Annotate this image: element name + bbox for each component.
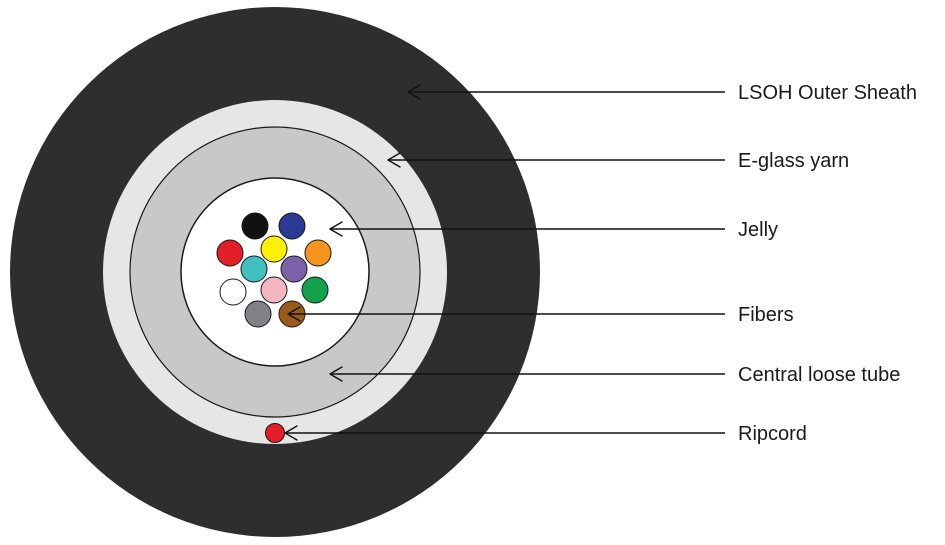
fiber-blue [278, 212, 306, 240]
callout-eglass-yarn [387, 152, 725, 168]
arrowhead-loose-tube [329, 366, 343, 382]
fiber-violet [280, 255, 308, 283]
arrowhead-fibers [287, 306, 301, 322]
callout-fibers [287, 306, 725, 322]
label-outer-sheath: LSOH Outer Sheath [738, 82, 917, 104]
label-eglass-yarn: E-glass yarn [738, 150, 849, 172]
fiber-red [216, 239, 244, 267]
fiber-aqua [240, 255, 268, 283]
fiber-slate [244, 300, 272, 328]
arrowhead-eglass-yarn [387, 152, 401, 168]
fiber-yellow [260, 235, 288, 263]
fiber-black [241, 212, 269, 240]
jelly-layer [180, 177, 370, 367]
callout-jelly [329, 221, 725, 237]
fiber-orange [304, 239, 332, 267]
ripcord-circle [265, 423, 285, 443]
fiber-rose [260, 276, 288, 304]
callout-outer-sheath [407, 84, 725, 100]
label-jelly: Jelly [738, 219, 778, 241]
fiber-white [219, 278, 247, 306]
label-ripcord: Ripcord [738, 423, 807, 445]
arrowhead-jelly [329, 221, 343, 237]
callout-loose-tube [329, 366, 725, 382]
label-fibers: Fibers [738, 304, 794, 326]
label-loose-tube: Central loose tube [738, 364, 900, 386]
callout-ripcord [284, 425, 725, 441]
fiber-green [301, 276, 329, 304]
arrowhead-outer-sheath [407, 84, 421, 100]
arrowhead-ripcord [284, 425, 298, 441]
